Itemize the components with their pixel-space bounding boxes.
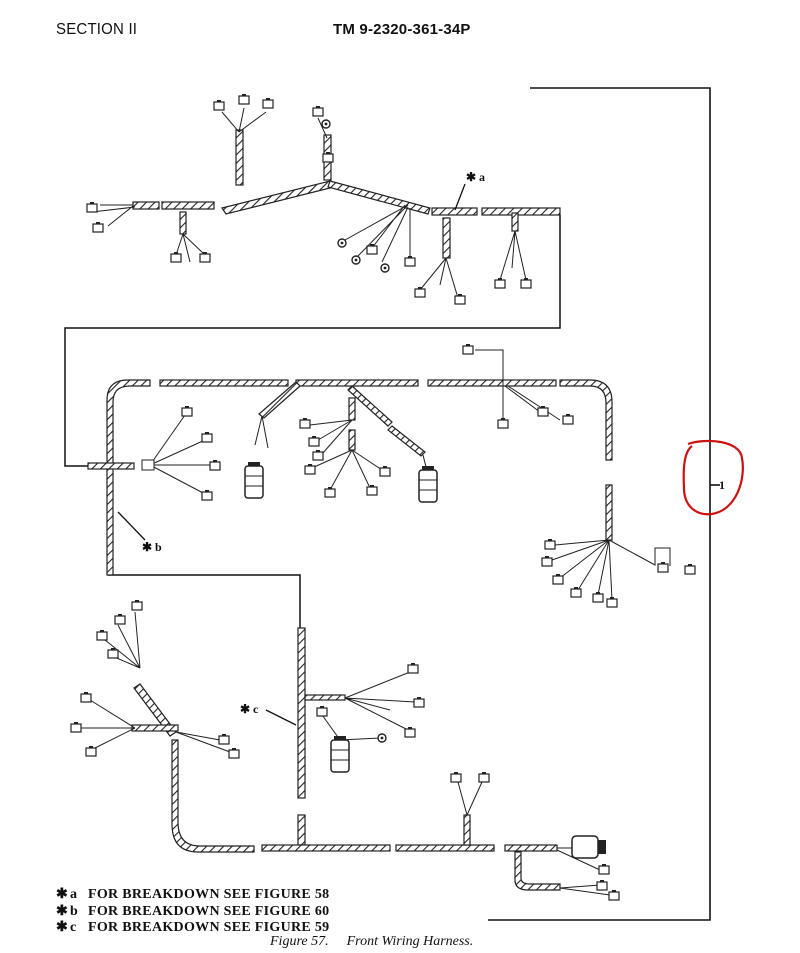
- section-label: SECTION II: [56, 20, 138, 39]
- connector-lines: [64, 215, 561, 628]
- figure-caption: Figure 57. Front Wiring Harness.: [270, 934, 473, 950]
- note-text: FOR BREAKDOWN SEE FIGURE 59: [88, 920, 330, 935]
- note-letter: a: [70, 887, 78, 902]
- note-letter: c: [70, 920, 77, 935]
- bottom-harness: [70, 599, 620, 901]
- item-number-1: 1: [719, 478, 725, 492]
- note-marker: ✱: [56, 920, 69, 935]
- note-text: FOR BREAKDOWN SEE FIGURE 60: [88, 904, 330, 919]
- outer-frame-line: [488, 87, 720, 921]
- note-marker: ✱: [56, 887, 69, 902]
- callout-c: ✱ c: [240, 702, 259, 716]
- note-letter: b: [70, 904, 79, 919]
- note-marker: ✱: [56, 904, 69, 919]
- highlight-circle: [682, 439, 744, 516]
- figure-title: Front Wiring Harness.: [346, 934, 474, 949]
- callout-a: ✱ a: [466, 170, 485, 184]
- manual-number: TM 9-2320-361-34P: [333, 21, 471, 38]
- breakdown-note-c: ✱c FOR BREAKDOWN SEE FIGURE 59: [56, 919, 329, 936]
- top-harness: [86, 93, 561, 305]
- breakdown-note-a: ✱a FOR BREAKDOWN SEE FIGURE 58: [56, 886, 329, 903]
- callout-b: ✱ b: [142, 540, 162, 554]
- breakdown-note-b: ✱b FOR BREAKDOWN SEE FIGURE 60: [56, 903, 329, 920]
- middle-harness: [87, 343, 696, 608]
- note-text: FOR BREAKDOWN SEE FIGURE 58: [88, 887, 330, 902]
- figure-number: Figure 57.: [270, 934, 329, 949]
